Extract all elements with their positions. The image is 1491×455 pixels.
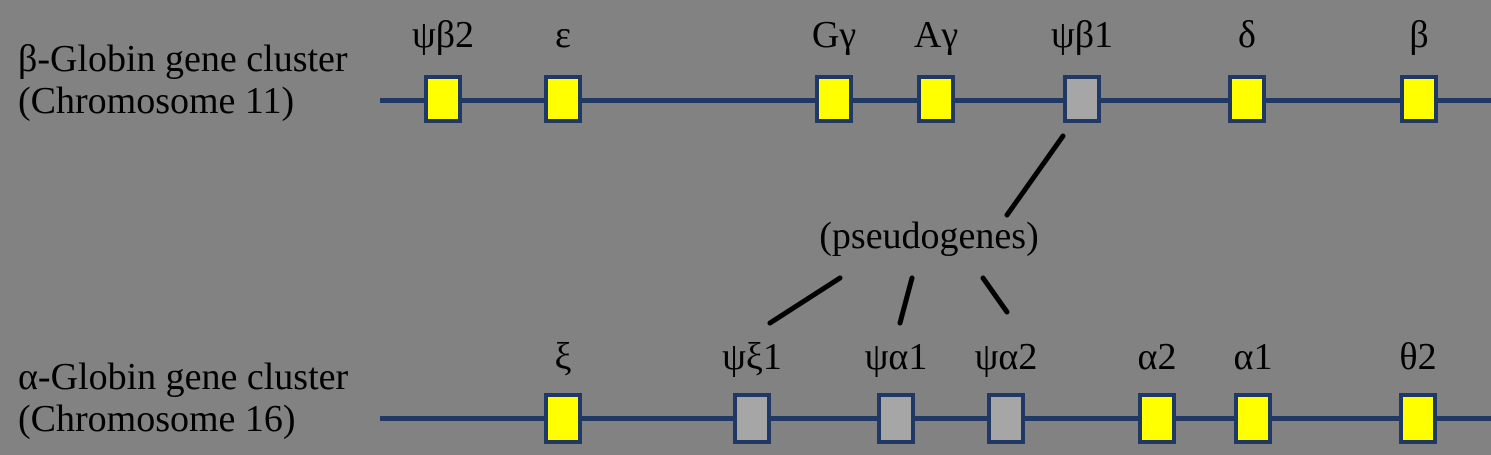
- gene-box-psi-beta-2: [424, 75, 462, 123]
- gene-box-a-gamma: [917, 75, 955, 123]
- gene-label-alpha-1: α1: [1233, 336, 1273, 378]
- gene-label-g-gamma: Gγ: [811, 14, 857, 56]
- gene-label-psi-xi-1: ψξ1: [722, 336, 782, 378]
- gene-box-alpha-2: [1138, 393, 1176, 444]
- gene-box-delta: [1228, 75, 1266, 123]
- gene-box-psi-beta-1: [1063, 75, 1101, 123]
- pointer-line-to-psi-alpha-1: [897, 275, 915, 326]
- gene-label-psi-beta-2: ψβ2: [411, 14, 475, 56]
- beta-cluster-title: β-Globin gene cluster (Chromosome 11): [18, 38, 348, 122]
- gene-label-beta: β: [1409, 14, 1429, 56]
- alpha-cluster-title-line2: (Chromosome 16): [18, 398, 296, 440]
- pseudogenes-label: (pseudogenes): [819, 215, 1039, 257]
- gene-box-g-gamma: [815, 75, 853, 123]
- gene-label-a-gamma: Aγ: [913, 14, 959, 56]
- pointer-line-to-psi-beta-1: [1004, 133, 1066, 218]
- gene-label-psi-alpha-1: ψα1: [864, 336, 928, 378]
- beta-cluster-title-line1: β-Globin gene cluster: [18, 38, 348, 80]
- gene-box-xi: [544, 393, 582, 444]
- gene-label-psi-beta-1: ψβ1: [1050, 14, 1114, 56]
- alpha-chromosome-line: [380, 416, 1491, 421]
- gene-label-psi-alpha-2: ψα2: [974, 336, 1038, 378]
- gene-box-psi-xi-1: [733, 393, 771, 444]
- alpha-cluster-title: α-Globin gene cluster (Chromosome 16): [18, 356, 348, 440]
- beta-cluster-title-line2: (Chromosome 11): [18, 80, 295, 122]
- gene-label-delta: δ: [1238, 14, 1256, 56]
- gene-box-theta-2: [1399, 393, 1437, 444]
- gene-box-alpha-1: [1234, 393, 1272, 444]
- alpha-cluster-title-line1: α-Globin gene cluster: [18, 356, 349, 398]
- pointer-line-to-psi-xi-1: [767, 275, 843, 326]
- gene-label-theta-2: θ2: [1399, 336, 1437, 378]
- pointer-line-to-psi-alpha-2: [980, 275, 1010, 315]
- gene-box-epsilon: [544, 75, 582, 123]
- gene-box-psi-alpha-1: [877, 393, 915, 444]
- gene-label-alpha-2: α2: [1137, 336, 1177, 378]
- gene-box-beta: [1400, 75, 1438, 123]
- gene-label-epsilon: ε: [555, 14, 571, 56]
- gene-label-xi: ξ: [554, 336, 572, 378]
- gene-box-psi-alpha-2: [987, 393, 1025, 444]
